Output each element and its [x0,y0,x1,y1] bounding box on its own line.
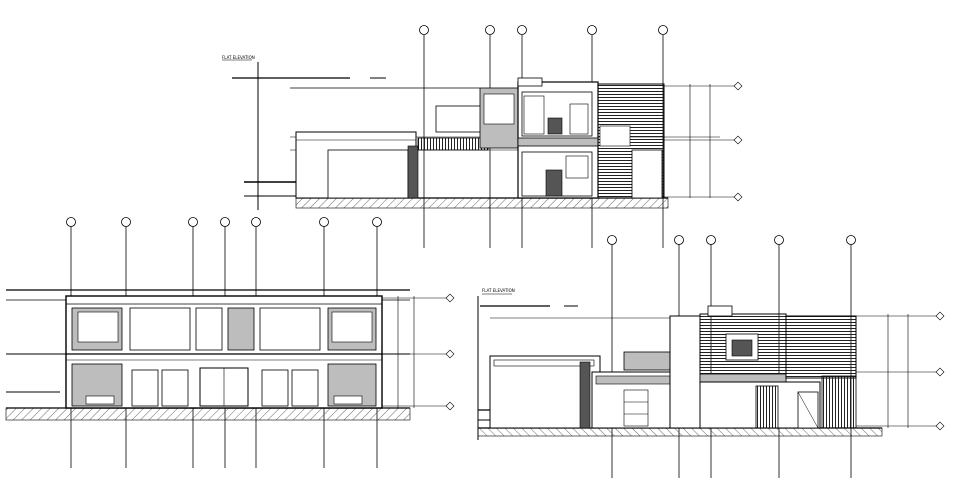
ground-hatch [477,427,883,437]
grid-bubble [706,235,716,245]
ground-hatch [5,407,411,421]
drawing-title-top: FLAT ELEVATION [222,55,255,60]
grid-bubble [372,217,382,227]
elevation-bottom-right: FLAT ELEVATION [477,235,945,478]
grid-bubble [674,235,684,245]
grid-bubble [587,25,597,35]
drawing-title-bottom-right: FLAT ELEVATION [482,288,515,293]
grid-bubbles-top [419,25,668,35]
grid-bubble [419,25,429,35]
elevation-top: FLAT ELEVATION [222,25,743,248]
grid-bubble [220,217,230,227]
grid-bubble [66,217,76,227]
grid-bubbles-bottom-left [66,217,382,227]
grid-bubble [319,217,329,227]
elevation-bottom-left [5,217,455,468]
grid-bubble [846,235,856,245]
grid-bubble [774,235,784,245]
grid-bubble [658,25,668,35]
ground-hatch [295,197,669,209]
grid-bubble [485,25,495,35]
grid-bubble [188,217,198,227]
grid-bubble [251,217,261,227]
grid-bubble [121,217,131,227]
grid-bubbles-bottom-right [607,235,856,245]
grid-bubble [517,25,527,35]
grid-bubble [607,235,617,245]
